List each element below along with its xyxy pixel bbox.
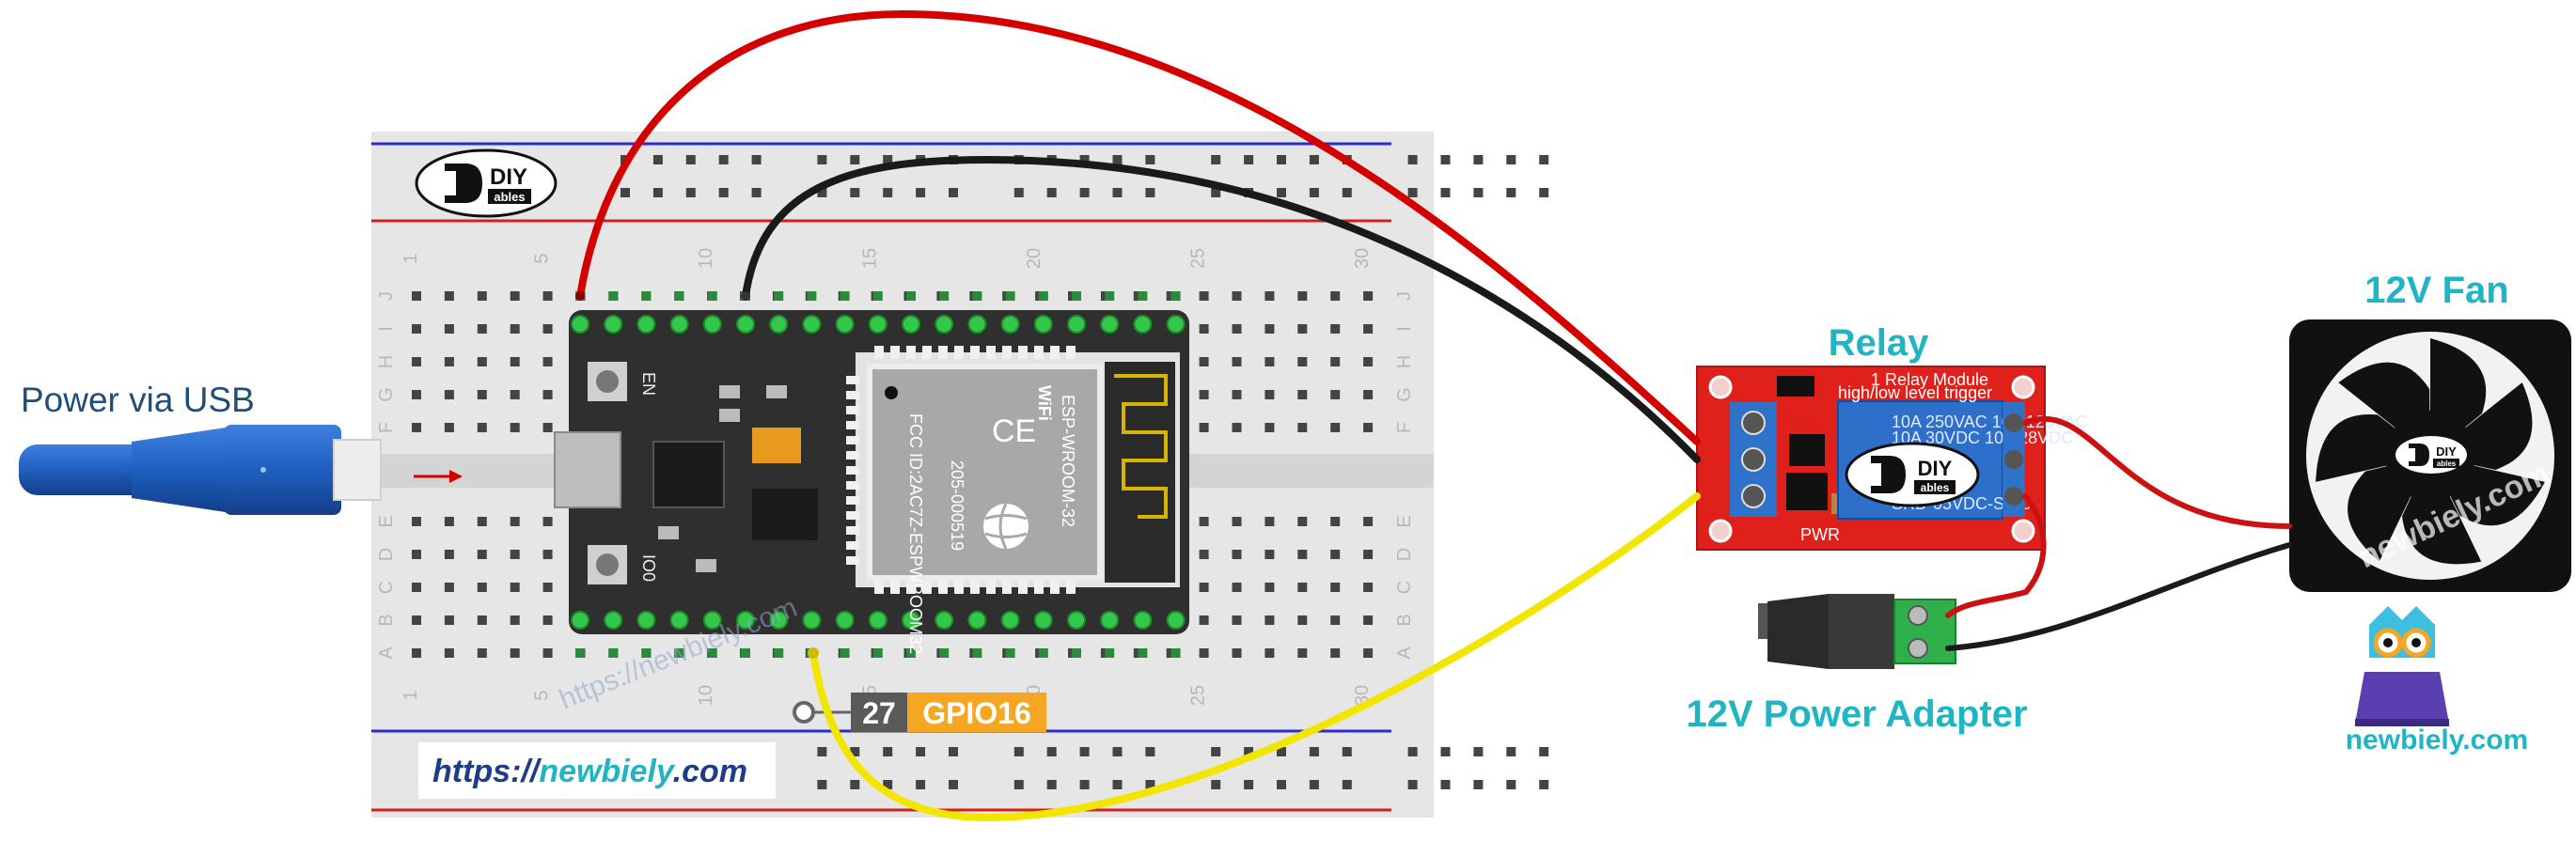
svg-text:25: 25 (1188, 685, 1209, 706)
svg-text:C: C (1394, 581, 1415, 594)
module-cert: 205-000519 (948, 460, 966, 551)
module-pads (846, 346, 1076, 594)
svg-text:H: H (1394, 355, 1415, 368)
svg-text:D: D (376, 548, 397, 561)
wire-yellow-signal (809, 492, 1701, 822)
relay-pwr-label: PWR (1800, 525, 1840, 544)
relay-module-title: 1 Relay Module (1871, 370, 1988, 389)
module-brand: ESP-WROOM-32 (1059, 395, 1077, 527)
svg-text:C: C (376, 581, 397, 594)
svg-text:G: G (376, 387, 397, 402)
micro-usb-port (554, 431, 621, 508)
en-label: EN (639, 372, 658, 396)
owl-mascot-icon (2355, 606, 2449, 726)
logo-ables-text: ables (494, 190, 525, 204)
svg-text:I: I (376, 326, 397, 332)
usb-uart-chip (652, 441, 725, 508)
wires (575, 9, 2292, 822)
svg-text:A: A (1394, 646, 1415, 660)
relay-logo-ables: ables (1921, 481, 1950, 494)
io0-label: IO0 (639, 554, 658, 582)
relay-rating-2: 10A 30VDC 10A 28VDC (1892, 428, 2073, 447)
relay-module: 10A 250VAC 10A 125VAC 10A 30VDC 10A 28VD… (1696, 366, 2088, 551)
svg-text:E: E (1394, 515, 1415, 527)
usb-cable (19, 425, 382, 515)
relay-label: Relay (1829, 322, 1929, 364)
power-adapter (1758, 594, 1956, 669)
fan: DIY ables newbiely.com (2289, 319, 2571, 592)
wire-black-gnd (742, 155, 1701, 463)
url-suffix: .com (673, 754, 747, 789)
wire-red-adapter-relay (1945, 493, 2047, 618)
arrow-icon (414, 470, 463, 483)
ce-mark: CE (992, 413, 1036, 449)
regulator-chip (752, 489, 818, 540)
module-fcc: FCC ID:2AC7Z-ESPWROOM32 (906, 413, 925, 654)
globe-icon (983, 504, 1029, 549)
power-adapter-label: 12V Power Adapter (1686, 693, 2027, 735)
url-prefix: https:// (432, 754, 542, 789)
svg-text:A: A (376, 646, 397, 660)
module-wifi-text: WiFi (1035, 385, 1054, 421)
fan-logo-ables: ables (2437, 459, 2457, 468)
esp-wroom-module: ESP-WROOM-32 FCC ID:2AC7Z-ESPWROOM32 205… (846, 346, 1180, 654)
svg-text:1: 1 (401, 690, 421, 700)
relay-diyables-logo: DIY ables (1845, 442, 1980, 507)
svg-text:5: 5 (532, 690, 553, 700)
svg-text:https://newbiely.com: https://newbiely.com (432, 754, 747, 789)
svg-text:25: 25 (1188, 248, 1209, 269)
diyables-logo: DIY ables (415, 148, 558, 218)
svg-text:E: E (376, 515, 397, 527)
svg-text:J: J (376, 291, 397, 301)
svg-text:1: 1 (401, 253, 421, 263)
svg-text:20: 20 (1024, 248, 1045, 269)
svg-text:10: 10 (696, 248, 716, 269)
svg-text:F: F (376, 422, 397, 433)
wire-red-3v3 (576, 9, 1701, 445)
svg-text:F: F (1394, 422, 1415, 433)
wire-red-relay-fan (2022, 415, 2292, 529)
breadboard-row-letters: J I H G F E D C B A J I H G F E D C B A (376, 291, 1415, 660)
logo-diy-text: DIY (490, 164, 527, 190)
relay-trigger-text: high/low level trigger (1838, 383, 1992, 402)
svg-text:H: H (376, 355, 397, 368)
wire-black-adapter-fan (1945, 542, 2292, 651)
svg-text:G: G (1394, 387, 1415, 402)
svg-text:D: D (1394, 548, 1415, 561)
power-via-usb-label: Power via USB (21, 381, 255, 419)
svg-text:I: I (1394, 326, 1415, 332)
gpio-pin-number: 27 (862, 696, 896, 730)
esp32-header-pins (571, 291, 1186, 658)
svg-text:B: B (1394, 614, 1415, 626)
gpio-pin-tag: 27 GPIO16 (793, 693, 1046, 732)
gpio-pin-name: GPIO16 (922, 696, 1031, 730)
svg-text:10: 10 (696, 685, 716, 706)
svg-text:30: 30 (1352, 248, 1373, 269)
esp32-board: EN IO0 ESP-WROOM-32 FCC ID:2AC7Z-ESPWROO… (554, 291, 1189, 658)
site-label: newbiely.com (2346, 724, 2529, 755)
svg-text:5: 5 (532, 253, 553, 263)
fan-logo-diy: DIY (2436, 444, 2457, 459)
tantalum-capacitor (752, 428, 801, 463)
fan-diyables-logo: DIY ables (2395, 436, 2467, 474)
fan-label: 12V Fan (2364, 270, 2508, 311)
svg-text:B: B (376, 614, 397, 626)
url-name: newbiely (539, 754, 676, 789)
svg-text:15: 15 (860, 248, 881, 269)
relay-logo-diy: DIY (1918, 457, 1953, 480)
url-box: https://newbiely.com (418, 742, 776, 799)
svg-text:J: J (1394, 291, 1415, 301)
